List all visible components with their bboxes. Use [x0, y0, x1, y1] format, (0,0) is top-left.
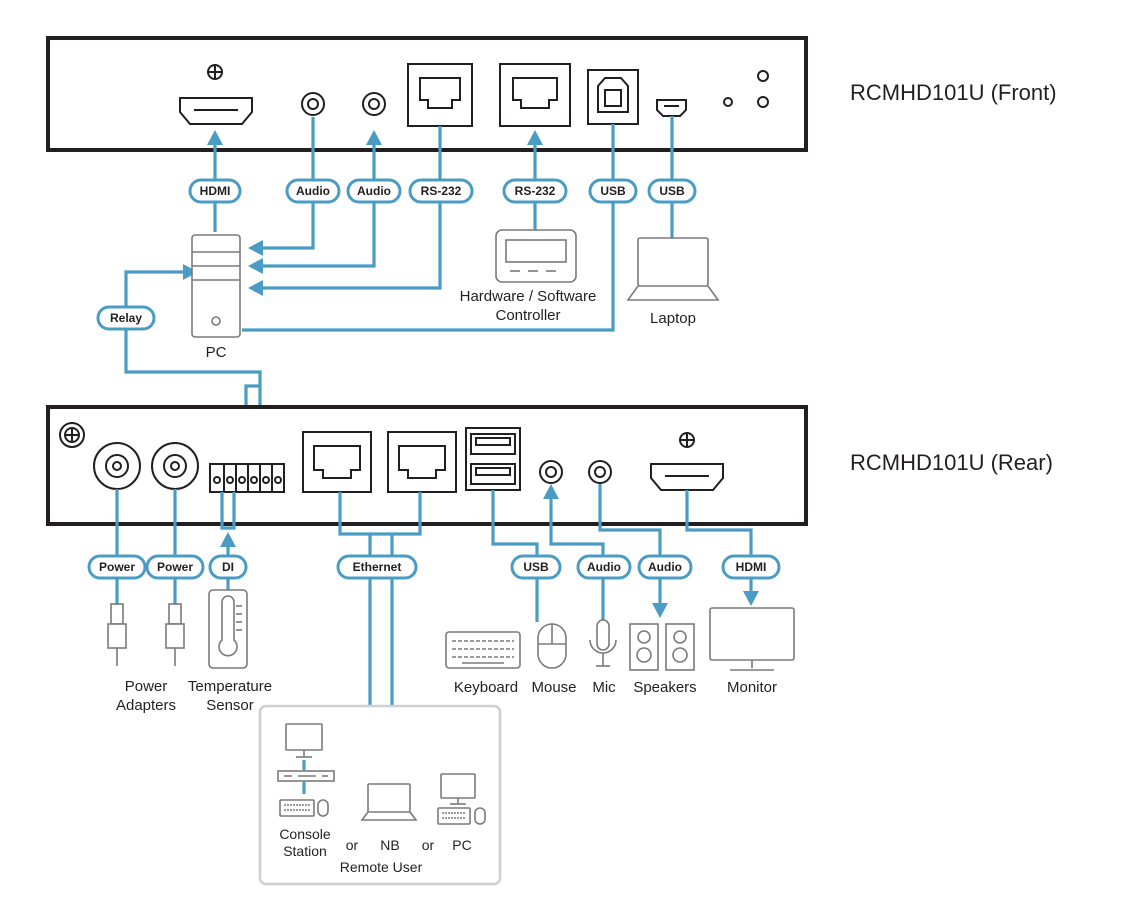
pill-rear-audio-mic: Audio — [576, 554, 632, 580]
caption-controller-line1: Hardware / Software — [460, 288, 597, 305]
rear-title: RCMHD101U (Rear) — [850, 450, 1053, 475]
rear-hdmi-lock-icon — [679, 432, 695, 448]
caption-nb: NB — [380, 837, 399, 853]
caption-or-1: or — [346, 837, 359, 853]
pill-di: DI — [208, 554, 248, 580]
front-led-1 — [757, 70, 769, 82]
svg-text:Audio: Audio — [296, 184, 330, 198]
svg-text:USB: USB — [659, 184, 685, 198]
caption-remote-pc: PC — [452, 837, 471, 853]
svg-text:HDMI: HDMI — [736, 560, 767, 574]
rear-panel — [46, 405, 808, 526]
pill-front-audio-2: Audio — [346, 178, 402, 204]
remote-pc-icon — [437, 773, 486, 825]
caption-mouse: Mouse — [531, 679, 576, 696]
rear-ethernet-port-2 — [387, 431, 457, 493]
svg-text:Relay: Relay — [110, 311, 142, 325]
caption-console-line1: Console — [279, 826, 331, 842]
pill-power-2: Power — [145, 554, 205, 580]
front-micro-usb-port — [656, 99, 687, 117]
pill-rear-hdmi: HDMI — [721, 554, 781, 580]
pill-front-audio-1: Audio — [285, 178, 341, 204]
laptop-icon — [626, 237, 720, 301]
front-panel — [46, 36, 808, 152]
pill-rear-usb: USB — [510, 554, 562, 580]
pill-relay: Relay — [96, 305, 156, 331]
keyboard-icon — [445, 631, 521, 669]
svg-text:RS-232: RS-232 — [421, 184, 462, 198]
caption-power-line2: Adapters — [116, 697, 176, 714]
pill-front-rs232-pc: RS-232 — [408, 178, 474, 204]
power-adapter-icon-1 — [107, 603, 127, 666]
caption-monitor: Monitor — [727, 679, 777, 696]
svg-text:USB: USB — [523, 560, 549, 574]
power-adapter-icon-2 — [165, 603, 185, 666]
svg-text:HDMI: HDMI — [200, 184, 231, 198]
pill-front-rs232-controller: RS-232 — [502, 178, 568, 204]
caption-laptop: Laptop — [650, 310, 696, 327]
temperature-sensor-icon — [208, 589, 248, 669]
svg-text:Power: Power — [99, 560, 135, 574]
controller-icon — [495, 229, 577, 283]
front-hdmi-port — [179, 97, 253, 125]
front-audio-jack-1 — [301, 92, 325, 116]
rear-ground-icon — [59, 422, 85, 448]
caption-speakers: Speakers — [633, 679, 696, 696]
pill-front-usb-laptop: USB — [647, 178, 697, 204]
caption-keyboard: Keyboard — [454, 679, 518, 696]
pill-power-1: Power — [87, 554, 147, 580]
svg-text:USB: USB — [600, 184, 626, 198]
caption-controller-line2: Controller — [495, 307, 560, 324]
mouse-icon — [537, 623, 567, 669]
pill-front-hdmi: HDMI — [188, 178, 242, 204]
front-rs232-port-2 — [499, 63, 571, 127]
speakers-icon — [629, 623, 695, 671]
front-led-2 — [723, 97, 733, 107]
caption-power-line1: Power — [125, 678, 168, 695]
caption-temp-line1: Temperature — [188, 678, 272, 695]
front-led-3 — [757, 96, 769, 108]
svg-text:Ethernet: Ethernet — [353, 560, 402, 574]
svg-text:Audio: Audio — [587, 560, 621, 574]
pill-ethernet: Ethernet — [336, 554, 418, 580]
notebook-icon — [360, 783, 418, 821]
caption-mic: Mic — [592, 679, 616, 696]
pill-rear-audio-speakers: Audio — [637, 554, 693, 580]
caption-pc: PC — [206, 344, 227, 361]
rear-speaker-jack — [588, 460, 612, 484]
microphone-icon — [589, 619, 617, 667]
front-audio-jack-2 — [362, 92, 386, 116]
console-station-icon — [277, 723, 335, 817]
rear-power-port-1 — [93, 442, 141, 490]
rear-terminal-block — [209, 463, 285, 493]
front-title: RCMHD101U (Front) — [850, 80, 1057, 105]
caption-console-line2: Station — [283, 843, 327, 859]
rear-ethernet-port-1 — [302, 431, 372, 493]
svg-text:Audio: Audio — [648, 560, 682, 574]
monitor-icon — [709, 607, 795, 671]
svg-text:Power: Power — [157, 560, 193, 574]
caption-temp-line2: Sensor — [206, 697, 254, 714]
svg-text:DI: DI — [222, 560, 234, 574]
rear-mic-jack — [539, 460, 563, 484]
svg-text:Audio: Audio — [357, 184, 391, 198]
caption-remote-user: Remote User — [340, 859, 423, 875]
pill-front-usb-pc: USB — [588, 178, 638, 204]
svg-text:RS-232: RS-232 — [515, 184, 556, 198]
pc-tower-icon — [191, 234, 241, 338]
caption-or-2: or — [422, 837, 435, 853]
front-hdmi-lock-icon — [207, 64, 223, 80]
rear-hdmi-port — [650, 463, 724, 491]
